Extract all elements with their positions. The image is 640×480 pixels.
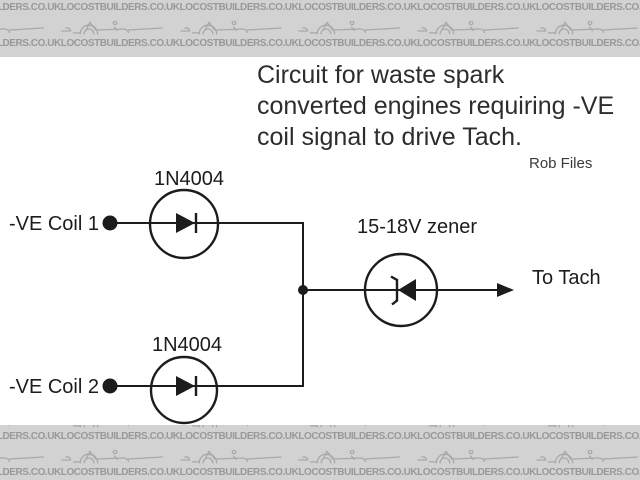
locost-car-icon <box>417 450 519 464</box>
watermark-unit: LOCOSTBUILDERS.CO.UK <box>180 21 299 57</box>
locost-car-icon <box>0 456 44 463</box>
watermark-text: LOCOSTBUILDERS.CO.UK <box>179 467 299 478</box>
watermark-unit: LOCOSTBUILDERS.CO.UK <box>0 425 61 450</box>
watermark-row: LOCOSTBUILDERS.CO.UK LOCOSTBUILDERS.CO.U… <box>0 21 640 57</box>
diode2-symbol-icon <box>176 376 195 396</box>
watermark-text: LOCOSTBUILDERS.CO.UK <box>298 2 418 13</box>
diode2-label: 1N4004 <box>152 334 222 356</box>
locost-car-icon <box>547 425 605 428</box>
watermark-unit: LOCOSTBUILDERS.CO.UK <box>61 450 180 480</box>
watermark-text: LOCOSTBUILDERS.CO.UK <box>417 467 536 478</box>
watermark-unit: LOCOSTBUILDERS.CO.UK <box>0 21 61 57</box>
watermark-text: LOCOSTBUILDERS.CO.UK <box>0 38 61 49</box>
locost-car-icon <box>536 450 638 464</box>
watermark-unit: LOCOSTBUILDERS.CO.UK <box>417 425 536 450</box>
diode1-symbol-icon <box>176 213 195 233</box>
title-line-3: coil signal to drive Tach. <box>257 123 522 151</box>
author-credit: Rob Files <box>529 155 593 172</box>
watermark-rows-top: LOCOSTBUILDERS.CO.UK LOCOSTBUILDERS.CO.U… <box>0 0 640 57</box>
watermark-text: LOCOSTBUILDERS.CO.UK <box>60 431 180 442</box>
watermark-text: LOCOSTBUILDERS.CO.UK <box>417 38 536 49</box>
watermark-unit: LOCOSTBUILDERS.CO.UK <box>417 21 536 57</box>
watermark-text: LOCOSTBUILDERS.CO.UK <box>298 467 418 478</box>
title-line-1: Circuit for waste spark <box>257 61 505 89</box>
watermark-band-bottom: LOCOSTBUILDERS.CO.UK LOCOSTBUILDERS.CO.U… <box>0 425 640 480</box>
locost-car-icon <box>179 21 282 35</box>
watermark-text: LOCOSTBUILDERS.CO.UK <box>417 431 536 442</box>
locost-car-icon <box>417 21 519 35</box>
watermark-text: LOCOSTBUILDERS.CO.UK <box>60 38 180 49</box>
watermark-text: LOCOSTBUILDERS.CO.UK <box>0 2 61 13</box>
watermark-unit: LOCOSTBUILDERS.CO.UK <box>180 425 299 450</box>
watermark-unit: LOCOSTBUILDERS.CO.UK <box>180 450 299 480</box>
watermark-unit: LOCOSTBUILDERS.CO.UK <box>298 21 418 57</box>
locost-car-icon <box>61 450 163 464</box>
diode1-circle <box>148 188 220 260</box>
watermark-text: LOCOSTBUILDERS.CO.UK <box>179 2 299 13</box>
watermark-text: LOCOSTBUILDERS.CO.UK <box>179 38 299 49</box>
coil1-label: -VE Coil 1 <box>9 213 99 235</box>
watermark-text: LOCOSTBUILDERS.CO.UK <box>0 431 61 442</box>
diode1-label: 1N4004 <box>154 168 224 190</box>
watermark-unit: LOCOSTBUILDERS.CO.UK <box>298 450 418 480</box>
watermark-band-top: LOCOSTBUILDERS.CO.UK LOCOSTBUILDERS.CO.U… <box>0 0 640 57</box>
zener-label: 15-18V zener <box>357 216 477 238</box>
locost-car-icon <box>191 425 248 428</box>
terminal-dot-coil1 <box>102 215 118 231</box>
watermark-unit: LOCOSTBUILDERS.CO.UK <box>61 425 180 450</box>
watermark-unit: LOCOSTBUILDERS.CO.UK <box>536 21 640 57</box>
watermark-unit: LOCOSTBUILDERS.CO.UK <box>0 450 61 480</box>
diode2-circle <box>149 355 219 425</box>
title-line-2: converted engines requiring -VE <box>257 92 615 120</box>
zener-cathode-bar <box>390 275 399 306</box>
junction-dot <box>298 285 308 295</box>
locost-car-icon <box>179 450 282 464</box>
locost-car-icon <box>72 425 129 428</box>
watermark-rows-bottom: LOCOSTBUILDERS.CO.UK LOCOSTBUILDERS.CO.U… <box>0 425 640 480</box>
watermark-unit: LOCOSTBUILDERS.CO.UK <box>536 450 640 480</box>
watermark-unit: LOCOSTBUILDERS.CO.UK <box>417 0 536 21</box>
watermark-unit: LOCOSTBUILDERS.CO.UK <box>536 425 640 450</box>
watermark-unit: LOCOSTBUILDERS.CO.UK <box>180 0 299 21</box>
locost-car-icon <box>0 27 44 34</box>
output-label: To Tach <box>532 267 601 289</box>
watermark-text: LOCOSTBUILDERS.CO.UK <box>179 431 299 442</box>
diagram-title: Circuit for waste spark converted engine… <box>257 60 640 153</box>
watermark-unit: LOCOSTBUILDERS.CO.UK <box>61 0 180 21</box>
watermark-text: LOCOSTBUILDERS.CO.UK <box>535 38 640 49</box>
locost-car-icon <box>429 425 486 428</box>
watermark-text: LOCOSTBUILDERS.CO.UK <box>535 467 640 478</box>
zener-circle <box>363 252 439 328</box>
zener-symbol-icon <box>398 279 416 301</box>
locost-car-icon <box>61 21 163 35</box>
locost-car-icon <box>310 425 367 428</box>
watermark-unit: LOCOSTBUILDERS.CO.UK <box>0 0 61 21</box>
watermark-unit: LOCOSTBUILDERS.CO.UK <box>298 0 417 21</box>
locost-car-icon <box>298 450 401 464</box>
watermark-unit: LOCOSTBUILDERS.CO.UK <box>298 425 418 450</box>
watermark-unit: LOCOSTBUILDERS.CO.UK <box>61 21 180 57</box>
locost-car-icon <box>298 21 401 35</box>
watermark-text: LOCOSTBUILDERS.CO.UK <box>535 2 640 13</box>
watermark-text: LOCOSTBUILDERS.CO.UK <box>298 38 418 49</box>
arrowhead-icon <box>497 283 514 297</box>
watermark-text: LOCOSTBUILDERS.CO.UK <box>417 2 536 13</box>
watermark-text: LOCOSTBUILDERS.CO.UK <box>0 467 61 478</box>
watermark-row: LOCOSTBUILDERS.CO.UK LOCOSTBUILDERS.CO.U… <box>0 425 640 450</box>
terminal-dot-coil2 <box>102 378 118 394</box>
watermark-text: LOCOSTBUILDERS.CO.UK <box>535 431 640 442</box>
coil2-label: -VE Coil 2 <box>9 376 99 398</box>
watermark-text: LOCOSTBUILDERS.CO.UK <box>298 431 418 442</box>
locost-car-icon <box>536 21 638 35</box>
watermark-row: LOCOSTBUILDERS.CO.UK LOCOSTBUILDERS.CO.U… <box>0 450 640 480</box>
watermark-row: LOCOSTBUILDERS.CO.UK LOCOSTBUILDERS.CO.U… <box>0 0 640 21</box>
watermark-unit: LOCOSTBUILDERS.CO.UK <box>536 0 640 21</box>
watermark-unit: LOCOSTBUILDERS.CO.UK <box>417 450 536 480</box>
watermark-text: LOCOSTBUILDERS.CO.UK <box>60 467 180 478</box>
watermark-text: LOCOSTBUILDERS.CO.UK <box>60 2 180 13</box>
